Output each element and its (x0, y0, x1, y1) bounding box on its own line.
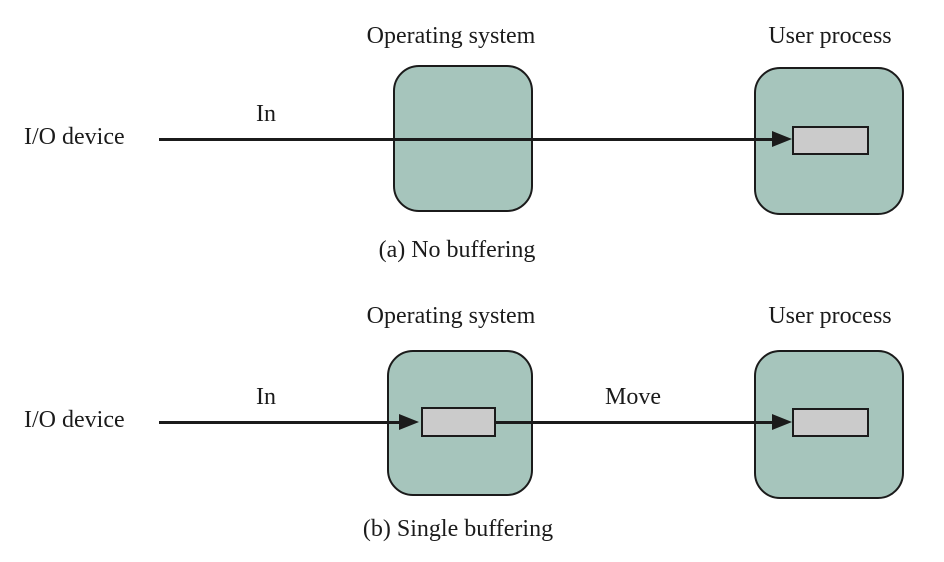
in-arrowhead-b (399, 414, 419, 430)
in-arrowhead-a (772, 131, 792, 147)
io-device-label-a: I/O device (24, 124, 125, 150)
os-header-a: Operating system (366, 23, 536, 49)
in-arrow-line-b (159, 420, 400, 424)
move-arrow-label-b: Move (605, 384, 661, 410)
in-arrow-label-b: In (256, 384, 276, 410)
user-process-header-a: User process (768, 23, 892, 49)
io-device-label-b: I/O device (24, 407, 125, 433)
in-arrow-line-a (159, 137, 773, 141)
caption-b: (b) Single buffering (362, 516, 554, 542)
move-arrowhead-b (772, 414, 792, 430)
in-arrow-label-a: In (256, 101, 276, 127)
user-buffer-rect-a (792, 126, 869, 155)
caption-a: (a) No buffering (378, 237, 536, 263)
user-process-header-b: User process (768, 303, 892, 329)
os-header-b: Operating system (366, 303, 536, 329)
user-buffer-rect-b (792, 408, 869, 437)
move-arrow-line-b (494, 420, 773, 424)
os-buffer-rect-b (421, 407, 496, 437)
